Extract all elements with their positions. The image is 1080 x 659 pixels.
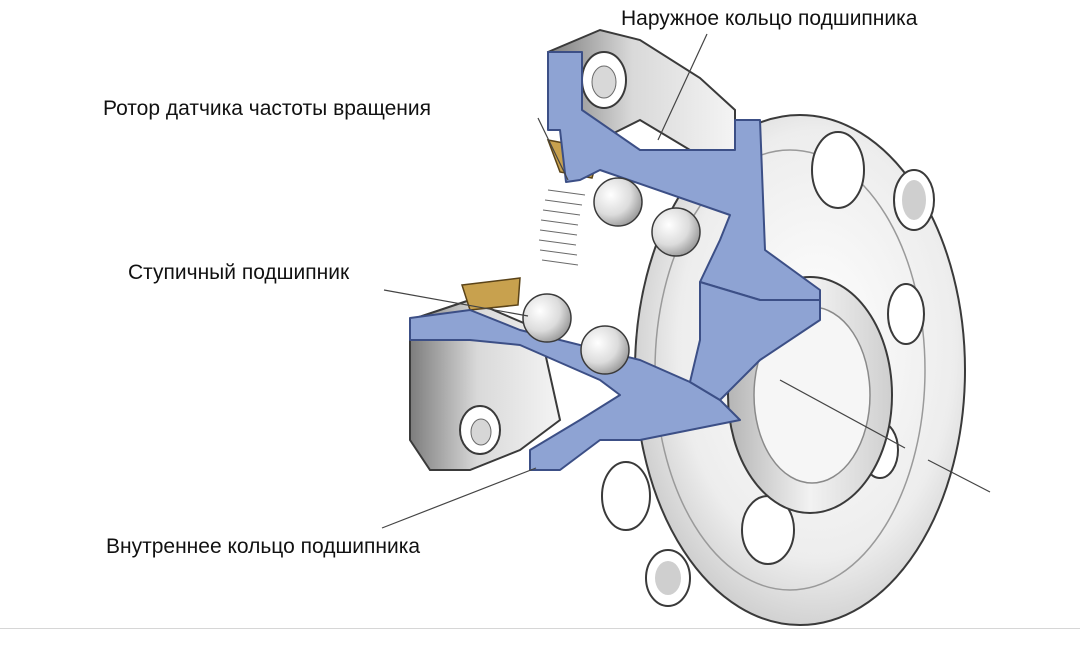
- leader-inner-ring: [381, 467, 537, 529]
- label-speed-sensor-rotor: Ротор датчика частоты вращения: [103, 97, 432, 120]
- axis-centerline: [779, 379, 991, 493]
- label-hub-bearing: Ступичный подшипник: [128, 261, 350, 284]
- leader-hub-bearing: [383, 289, 529, 317]
- bearing-balls: [522, 177, 701, 375]
- bottom-divider: [0, 628, 1080, 629]
- wheel-flange: [601, 114, 966, 626]
- leader-lines: [381, 33, 708, 529]
- bearing-cross-section: [409, 51, 821, 471]
- label-outer-ring: Наружное кольцо подшипника: [621, 7, 918, 30]
- leader-outer-ring: [657, 33, 708, 141]
- leader-rotor: [537, 117, 569, 181]
- label-inner-ring: Внутреннее кольцо подшипника: [106, 535, 421, 558]
